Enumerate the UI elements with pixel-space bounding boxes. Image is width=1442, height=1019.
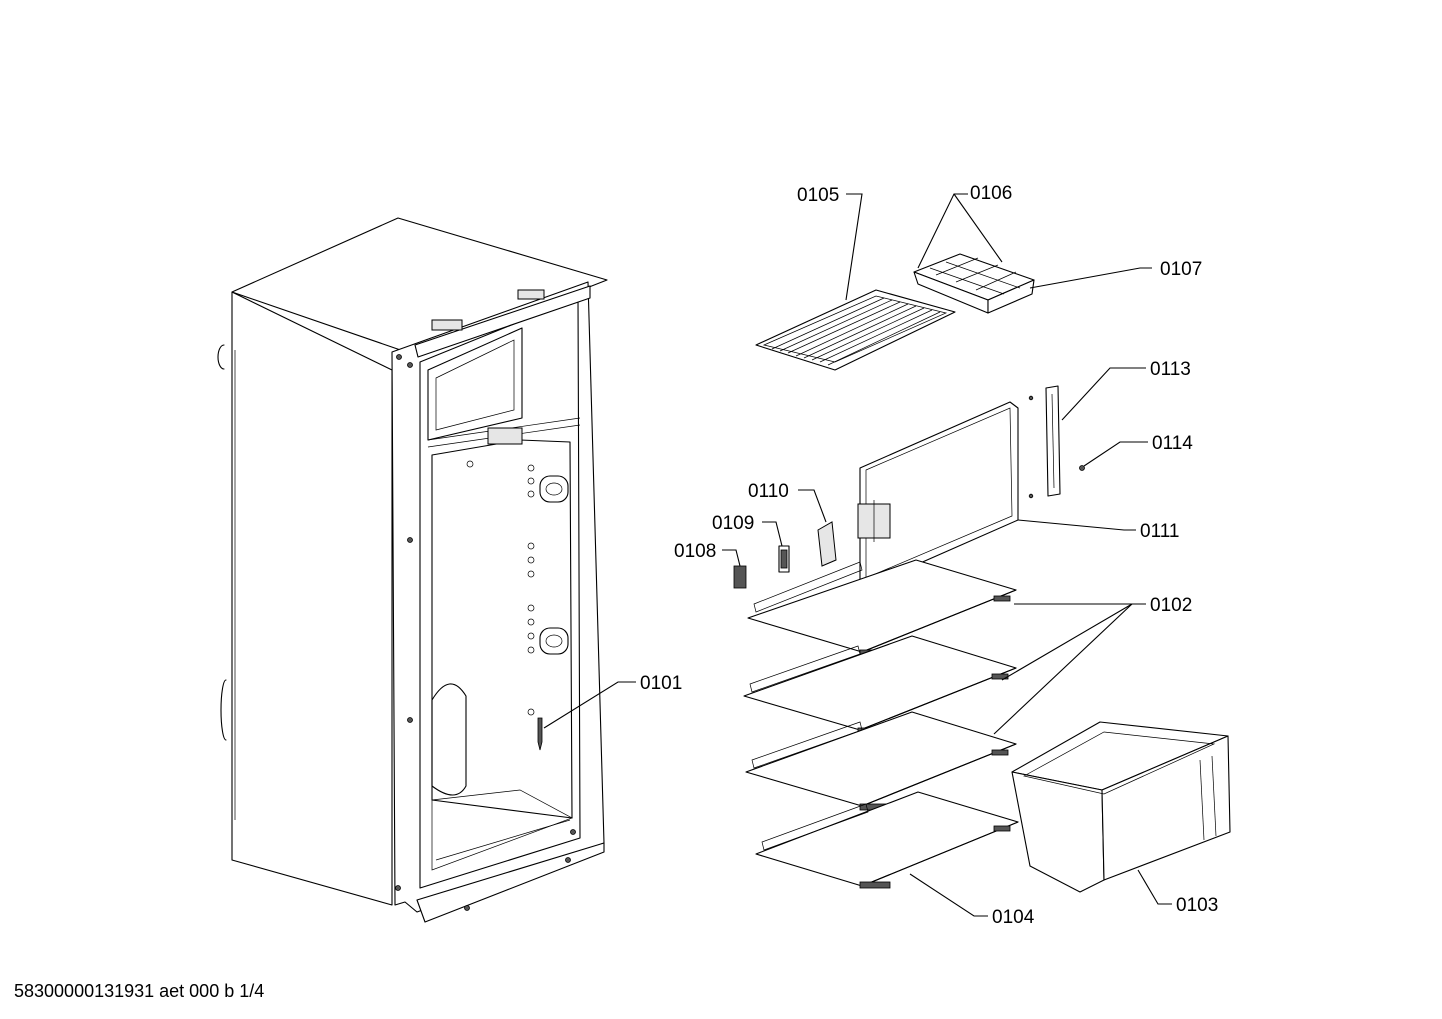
- label-0107: 0107: [1160, 259, 1202, 280]
- document-code: 58300000131931 aet 000 b 1/4: [14, 981, 265, 1001]
- label-0108: 0108: [674, 541, 716, 562]
- part-labels: 0101 0102 0103 0104 0105 0106 0107 0108 …: [640, 183, 1218, 928]
- label-0111: 0111: [1140, 521, 1179, 542]
- ice-tray: [913, 253, 1035, 314]
- glass-shelves: [743, 559, 1019, 889]
- label-0102: 0102: [1150, 595, 1192, 616]
- label-0113: 0113: [1150, 359, 1191, 380]
- leader-lines: [543, 193, 1172, 917]
- label-0109: 0109: [712, 513, 754, 534]
- door-handle: [1028, 385, 1085, 499]
- refrigerator-cabinet: [217, 217, 608, 923]
- crisper-drawer: [1011, 721, 1231, 893]
- small-hinge-parts: [733, 521, 837, 589]
- label-0106: 0106: [970, 183, 1012, 204]
- label-0114: 0114: [1152, 433, 1193, 454]
- label-0105: 0105: [797, 185, 839, 206]
- label-0101: 0101: [640, 673, 682, 694]
- label-0104: 0104: [992, 907, 1035, 928]
- freezer-door: [857, 401, 1019, 587]
- label-0103: 0103: [1176, 895, 1218, 916]
- label-0110: 0110: [748, 481, 789, 502]
- wire-shelf: [755, 289, 956, 371]
